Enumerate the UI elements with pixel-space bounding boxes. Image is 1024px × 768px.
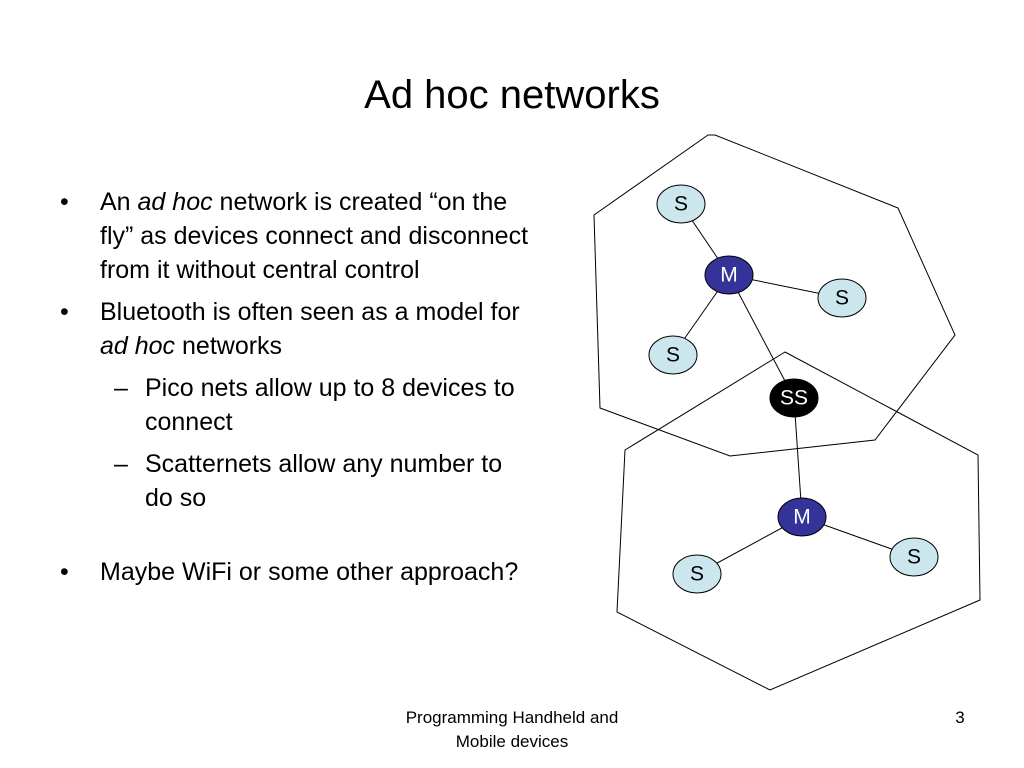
bullet-item: • An ad hoc network is created “on the f…: [60, 185, 530, 287]
piconet-boundary-top: [593, 134, 956, 457]
bullet-marker: •: [60, 188, 69, 216]
bullet-marker: •: [60, 298, 69, 326]
slave-node: S: [889, 537, 939, 577]
sub-bullet-marker: –: [114, 374, 128, 402]
sub-bullet-item: – Pico nets allow up to 8 devices to con…: [60, 371, 530, 439]
link-m-top-ss: [728, 274, 795, 399]
bullet-item: • Maybe WiFi or some other approach?: [60, 555, 530, 589]
bridge-node: SS: [769, 378, 819, 418]
sub-bullet-item: – Scatternets allow any number to do so: [60, 447, 530, 515]
piconet-boundary-bottom: [616, 351, 981, 691]
node-label: S: [690, 563, 704, 586]
bullet-item: • Bluetooth is often seen as a model for…: [60, 295, 530, 363]
bullet-text: An: [100, 188, 138, 216]
node-label: S: [666, 344, 680, 367]
sub-bullet-text: Scatternets allow any number to do so: [145, 450, 503, 512]
footer-line: Mobile devices: [455, 732, 569, 751]
slave-node: S: [656, 184, 706, 224]
slave-node: S: [672, 554, 722, 594]
bullet-text: networks: [175, 332, 283, 360]
master-node: M: [704, 255, 754, 295]
master-node: M: [777, 497, 827, 537]
bullet-text: Bluetooth is often seen as a model for: [100, 298, 520, 326]
page-number: 3: [955, 708, 965, 727]
node-label: S: [674, 193, 688, 216]
node-label: S: [835, 287, 849, 310]
bullet-emphasis: ad hoc: [137, 188, 213, 216]
sub-bullet-text: Pico nets allow up to 8 devices to conne…: [145, 374, 515, 436]
slave-node: S: [648, 335, 698, 375]
node-label: S: [907, 546, 921, 569]
node-label: M: [720, 264, 738, 287]
slave-node: S: [817, 278, 867, 318]
bullet-text: network is created “on the fly” as devic…: [100, 188, 529, 284]
slide-title: Ad hoc networks: [364, 73, 660, 117]
footer-text: Programming Handheld and Mobile devices: [362, 706, 662, 754]
bullet-marker: •: [60, 558, 69, 586]
sub-bullet-marker: –: [114, 450, 128, 478]
node-label: SS: [780, 387, 808, 410]
bullet-text: Maybe WiFi or some other approach?: [100, 558, 519, 586]
bullet-list: • An ad hoc network is created “on the f…: [60, 185, 530, 597]
link-ss-m-bottom: [793, 397, 803, 518]
bullet-emphasis: ad hoc: [100, 332, 176, 360]
footer-line: Programming Handheld and: [405, 708, 619, 727]
node-label: M: [793, 506, 811, 529]
